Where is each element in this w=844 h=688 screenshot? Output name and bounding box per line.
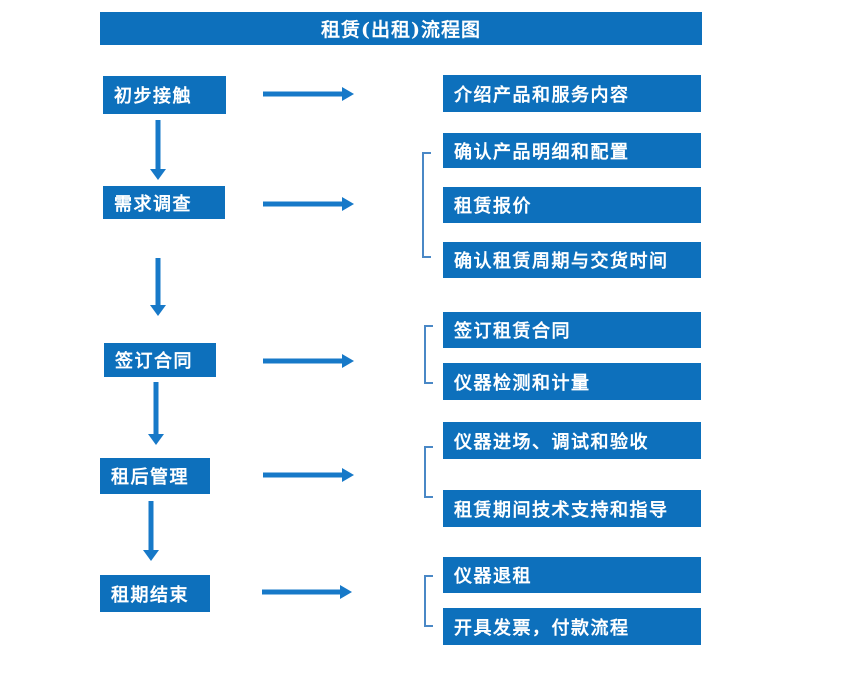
flow-arrow-right-3 <box>263 354 354 368</box>
flowchart-title: 租赁(出租)流程图 <box>321 19 481 41</box>
flow-arrow-right-4 <box>263 468 354 482</box>
flow-arrow-down-2 <box>150 258 166 316</box>
detail-box-confirm-rental-period-delivery: 确认租赁周期与交货时间 <box>443 242 701 278</box>
stage-box-sign-contract: 签订合同 <box>104 343 216 377</box>
detail-box-instrument-return: 仪器退租 <box>443 557 701 593</box>
flow-arrow-right-1 <box>263 87 354 101</box>
flow-arrow-down-4 <box>143 501 159 561</box>
group-bracket-sign-contract <box>424 325 433 384</box>
detail-box-invoice-payment: 开具发票，付款流程 <box>443 608 701 645</box>
stage-box-initial-contact: 初步接触 <box>103 76 226 114</box>
detail-box-instrument-testing-metering: 仪器检测和计量 <box>443 363 701 400</box>
detail-box-intro-products-services: 介绍产品和服务内容 <box>443 75 701 112</box>
detail-box-instrument-setup-acceptance: 仪器进场、调试和验收 <box>443 422 701 459</box>
detail-box-sign-rental-contract: 签订租赁合同 <box>443 312 701 348</box>
group-bracket-demand-survey <box>422 152 431 258</box>
flow-arrow-right-5 <box>262 585 352 599</box>
flow-arrow-down-1 <box>150 120 166 180</box>
flowchart-title-bar: 租赁(出租)流程图 <box>100 12 702 45</box>
stage-box-rental-end: 租期结束 <box>100 575 210 612</box>
flow-arrow-right-2 <box>263 197 354 211</box>
detail-box-rental-quote: 租赁报价 <box>443 187 701 223</box>
group-bracket-post-rental <box>424 446 433 498</box>
group-bracket-rental-end <box>424 575 433 627</box>
flow-arrow-down-3 <box>148 382 164 445</box>
stage-box-demand-survey: 需求调查 <box>103 186 225 219</box>
detail-box-confirm-product-details: 确认产品明细和配置 <box>443 133 701 168</box>
stage-box-post-rental-management: 租后管理 <box>100 458 210 494</box>
detail-box-rental-tech-support: 租赁期间技术支持和指导 <box>443 490 701 527</box>
